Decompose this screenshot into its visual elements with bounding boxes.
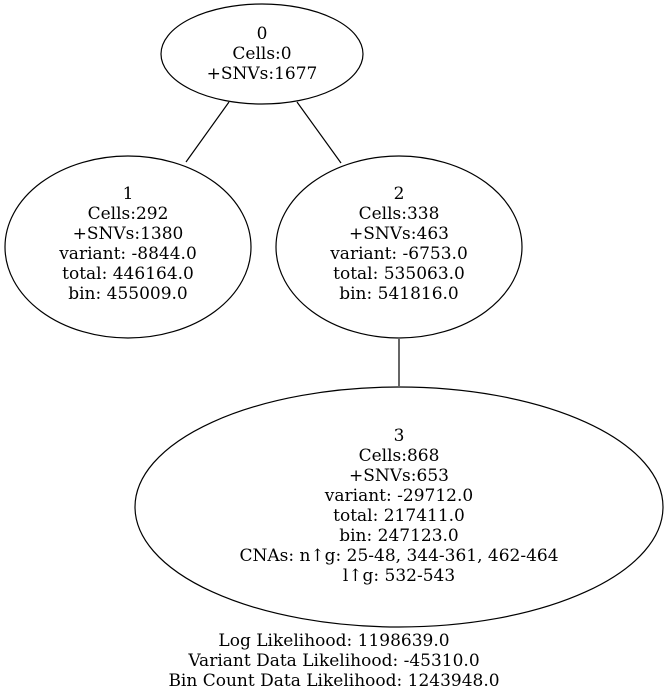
node-2-id: 2	[394, 184, 405, 204]
tree-node-3: 3 Cells:868 +SNVs:653 variant: -29712.0 …	[134, 386, 664, 628]
edge-0-2	[296, 101, 342, 164]
node-0-id: 0	[257, 24, 268, 44]
tree-node-2: 2 Cells:338 +SNVs:463 variant: -6753.0 t…	[275, 155, 523, 339]
node-2-bin: bin: 541816.0	[339, 284, 459, 304]
node-3-variant: variant: -29712.0	[324, 486, 473, 506]
node-0-ellipse	[160, 3, 364, 105]
node-1-ellipse	[4, 155, 252, 339]
variant-data-likelihood: Variant Data Likelihood: -45310.0	[187, 651, 479, 671]
node-2-total: total: 535063.0	[333, 264, 465, 284]
node-3-cells: Cells:868	[359, 446, 440, 466]
bin-count-data-likelihood: Bin Count Data Likelihood: 1243948.0	[168, 671, 499, 691]
node-2-snvs: +SNVs:463	[349, 224, 449, 244]
node-1-variant: variant: -8844.0	[58, 244, 197, 264]
tree-node-0: 0 Cells:0 +SNVs:1677	[160, 3, 364, 105]
node-1-id: 1	[123, 184, 134, 204]
tree-node-1: 1 Cells:292 +SNVs:1380 variant: -8844.0 …	[4, 155, 252, 339]
node-3-bin: bin: 247123.0	[339, 526, 459, 546]
node-2-ellipse	[275, 155, 523, 339]
node-3-cnas-loss: l↑g: 532-543	[343, 566, 455, 586]
node-1-snvs: +SNVs:1380	[73, 224, 184, 244]
node-1-bin: bin: 455009.0	[68, 284, 188, 304]
edge-0-1	[185, 101, 230, 163]
likelihood-summary: Log Likelihood: 1198639.0 Variant Data L…	[168, 631, 499, 691]
node-2-variant: variant: -6753.0	[329, 244, 468, 264]
node-1-total: total: 446164.0	[62, 264, 194, 284]
node-3-id: 3	[394, 426, 405, 446]
node-3-ellipse	[134, 386, 664, 628]
node-3-snvs: +SNVs:653	[349, 466, 449, 486]
node-0-cells: Cells:0	[232, 44, 291, 64]
node-3-total: total: 217411.0	[333, 506, 465, 526]
node-3-cnas: CNAs: n↑g: 25-48, 344-361, 462-464	[239, 546, 558, 566]
node-0-snvs: +SNVs:1677	[207, 64, 318, 84]
node-1-cells: Cells:292	[88, 204, 169, 224]
node-2-cells: Cells:338	[359, 204, 440, 224]
log-likelihood: Log Likelihood: 1198639.0	[218, 631, 449, 651]
